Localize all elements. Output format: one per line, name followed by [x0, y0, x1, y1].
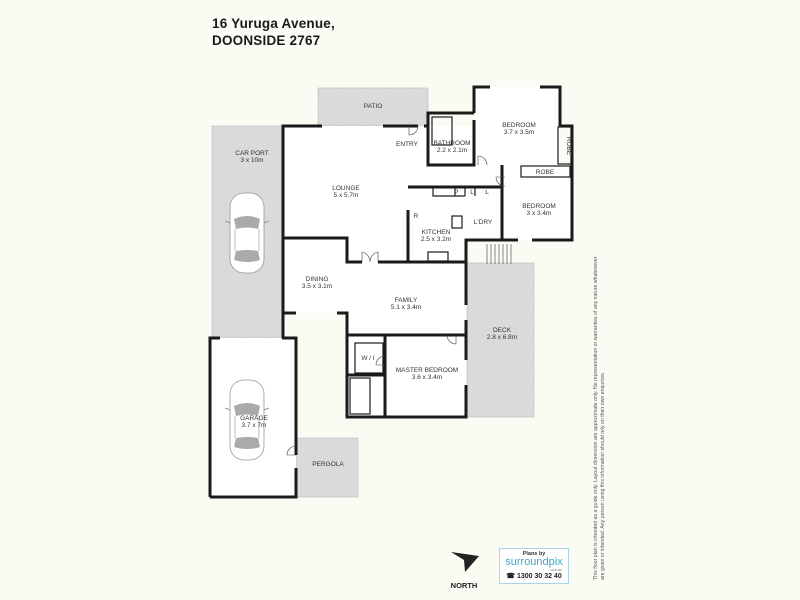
linen-label: L: [470, 189, 474, 196]
linen-label: L: [485, 189, 489, 196]
logo-phone: ☎ 1300 30 32 40: [500, 572, 568, 580]
laundry-label: L'DRY: [474, 219, 493, 226]
north-indicator: NORTH: [444, 548, 484, 590]
garage-size: 3.7 x 7m: [242, 422, 267, 429]
logo-by: Plans by: [522, 551, 546, 557]
address-line-2: DOONSIDE 2767: [212, 33, 321, 48]
phone-icon: ☎: [506, 573, 517, 580]
disclaimer: This floor plan is intended as a guide o…: [593, 256, 606, 580]
deck: [466, 262, 535, 418]
bathroom-size: 2.2 x 2.1m: [437, 147, 467, 154]
bathroom-label: BATHROOM: [433, 140, 470, 147]
pergola: [295, 437, 359, 498]
stairs: [486, 244, 512, 264]
address-line-1: 16 Yuruga Avenue,: [212, 16, 335, 31]
car-port-label: CAR PORT: [235, 150, 268, 157]
lounge-label: LOUNGE: [332, 185, 360, 192]
dining-label: DINING: [306, 276, 329, 283]
family-size: 5.1 x 3.4m: [391, 304, 421, 311]
logo-tld: .com.au: [549, 568, 562, 572]
robe-2-label: ROBE: [536, 169, 555, 176]
garage-label: GARAGE: [240, 415, 268, 422]
logo-brand: surroundpix: [505, 556, 563, 568]
patio: [317, 87, 429, 127]
bedroom-2-size: 3 x 3.4m: [527, 210, 552, 217]
car-port-size: 3 x 10m: [240, 157, 263, 164]
bedroom-1-label: BEDROOM: [502, 122, 536, 129]
pergola-label: PERGOLA: [312, 461, 344, 468]
north-label: NORTH: [450, 581, 478, 590]
lounge-size: 5 x 5.7m: [334, 192, 359, 199]
master-bedroom-label: MASTER BEDROOM: [396, 367, 458, 374]
kitchen-label: KITCHEN: [422, 229, 451, 236]
family-label: FAMILY: [395, 297, 418, 304]
pantry-label: P: [454, 189, 458, 196]
fridge-label: R: [414, 213, 419, 220]
bedroom-1-size: 3.7 x 3.5m: [504, 129, 534, 136]
north-arrow-icon: [451, 552, 479, 572]
dining-size: 3.5 x 3.1m: [302, 283, 332, 290]
patio-label: PATIO: [364, 103, 383, 110]
deck-label: DECK: [493, 327, 512, 334]
master-bedroom-size: 3.6 x 3.4m: [412, 374, 442, 381]
walk-in-label: W / I: [361, 355, 375, 362]
robe-1-label: ROBE: [565, 137, 572, 156]
kitchen-size: 2.5 x 3.2m: [421, 236, 451, 243]
deck-size: 2.8 x 6.8m: [487, 334, 517, 341]
walls: [208, 85, 574, 499]
car-icon: [224, 192, 270, 274]
bedroom-2-label: BEDROOM: [522, 203, 556, 210]
phone-number: 1300 30 32 40: [516, 573, 562, 580]
surroundpix-logo: Plans by surroundpix .com.au ☎ 1300 30 3…: [499, 548, 569, 584]
entry-label: ENTRY: [396, 141, 419, 148]
